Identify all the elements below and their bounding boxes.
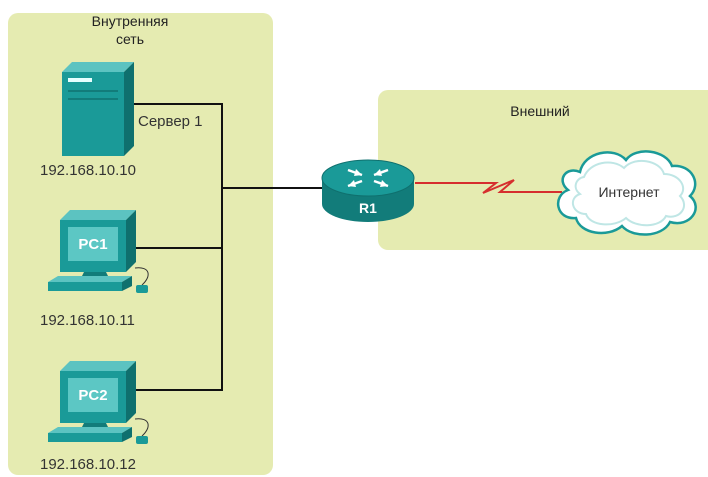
link-pc2-switch <box>136 248 223 391</box>
pc2-computer-icon <box>48 361 149 444</box>
router-icon <box>321 159 415 222</box>
ethernet-links <box>134 103 322 391</box>
pc1-label: PC1 <box>78 236 107 253</box>
server-icon <box>62 62 134 156</box>
link-server-switch <box>134 103 223 188</box>
pc1-computer-icon <box>48 210 149 293</box>
pc1-ip-address: 192.168.10.11 <box>40 312 135 329</box>
link-pc1-switch <box>136 188 223 249</box>
pc2-ip-address: 192.168.10.12 <box>40 456 136 473</box>
pc2-label: PC2 <box>78 387 107 404</box>
server-label: Сервер 1 <box>138 113 203 130</box>
external-network-title: Внешний <box>510 103 570 119</box>
server-ip-address: 192.168.10.10 <box>40 162 136 179</box>
serial-link-router-internet <box>415 179 562 194</box>
cloud-icon <box>556 150 697 236</box>
internet-label: Интернет <box>598 184 660 200</box>
internal-network-zone <box>8 13 273 475</box>
router-label: R1 <box>359 200 377 216</box>
internal-network-title: Внутренняя сеть <box>91 13 169 47</box>
